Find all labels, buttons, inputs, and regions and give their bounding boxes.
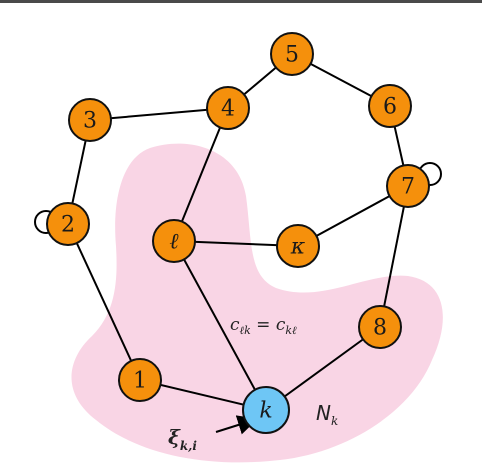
node-label-kappa: κ bbox=[290, 235, 306, 260]
edge-7-8 bbox=[379, 185, 409, 328]
edge-weight-right-symbol: c bbox=[276, 315, 286, 335]
edge-weight-right-subscript: kℓ bbox=[285, 324, 297, 337]
node-label-k: k bbox=[259, 399, 272, 424]
edge-weight-equals: = bbox=[251, 315, 276, 335]
input-label: ξk,i bbox=[168, 425, 197, 453]
node-1: 1 bbox=[118, 358, 162, 402]
node-label-7: 7 bbox=[401, 175, 415, 200]
node-circle-2 bbox=[46, 202, 90, 246]
edge-weight-left-symbol: c bbox=[230, 315, 240, 335]
node-circle-l bbox=[152, 219, 196, 263]
input-symbol: ξ bbox=[168, 425, 181, 449]
node-label-2: 2 bbox=[61, 213, 75, 238]
node-circle-8 bbox=[358, 305, 402, 349]
node-circle-k bbox=[242, 386, 290, 434]
node-l: ℓ bbox=[152, 219, 196, 263]
neighborhood-label: Nk bbox=[316, 401, 338, 428]
edge-l-k bbox=[173, 240, 267, 411]
node-k: k bbox=[242, 386, 290, 434]
node-label-3: 3 bbox=[83, 109, 97, 134]
node-circle-5 bbox=[270, 32, 314, 76]
node-circle-4 bbox=[206, 86, 250, 130]
node-circle-7 bbox=[386, 164, 430, 208]
node-label-6: 6 bbox=[383, 95, 397, 120]
node-2: 2 bbox=[46, 202, 90, 246]
node-label-l: ℓ bbox=[169, 230, 179, 255]
node-label-4: 4 bbox=[221, 97, 235, 122]
node-5: 5 bbox=[270, 32, 314, 76]
node-label-8: 8 bbox=[373, 316, 387, 341]
input-subscript: k,i bbox=[180, 439, 197, 453]
node-kappa: κ bbox=[276, 224, 320, 268]
edge-4-3 bbox=[89, 107, 229, 121]
nodes-layer: 5 4 6 3 7 2 ℓ κ 8 1 k bbox=[46, 32, 430, 434]
edge-weight-label: cℓk = ckℓ bbox=[230, 315, 297, 337]
node-6: 6 bbox=[368, 84, 412, 128]
edge-4-l bbox=[173, 107, 229, 242]
node-circle-kappa bbox=[276, 224, 320, 268]
node-4: 4 bbox=[206, 86, 250, 130]
neighborhood-subscript: k bbox=[331, 414, 338, 428]
node-circle-1 bbox=[118, 358, 162, 402]
node-7: 7 bbox=[386, 164, 430, 208]
node-label-1: 1 bbox=[133, 369, 147, 394]
edge-weight-left-subscript: ℓk bbox=[240, 324, 252, 337]
top-rule bbox=[0, 0, 482, 3]
node-circle-6 bbox=[368, 84, 412, 128]
neighborhood-symbol: N bbox=[316, 401, 331, 425]
edge-2-1 bbox=[67, 223, 141, 381]
node-label-5: 5 bbox=[285, 43, 299, 68]
node-8: 8 bbox=[358, 305, 402, 349]
node-3: 3 bbox=[68, 98, 112, 142]
node-circle-3 bbox=[68, 98, 112, 142]
